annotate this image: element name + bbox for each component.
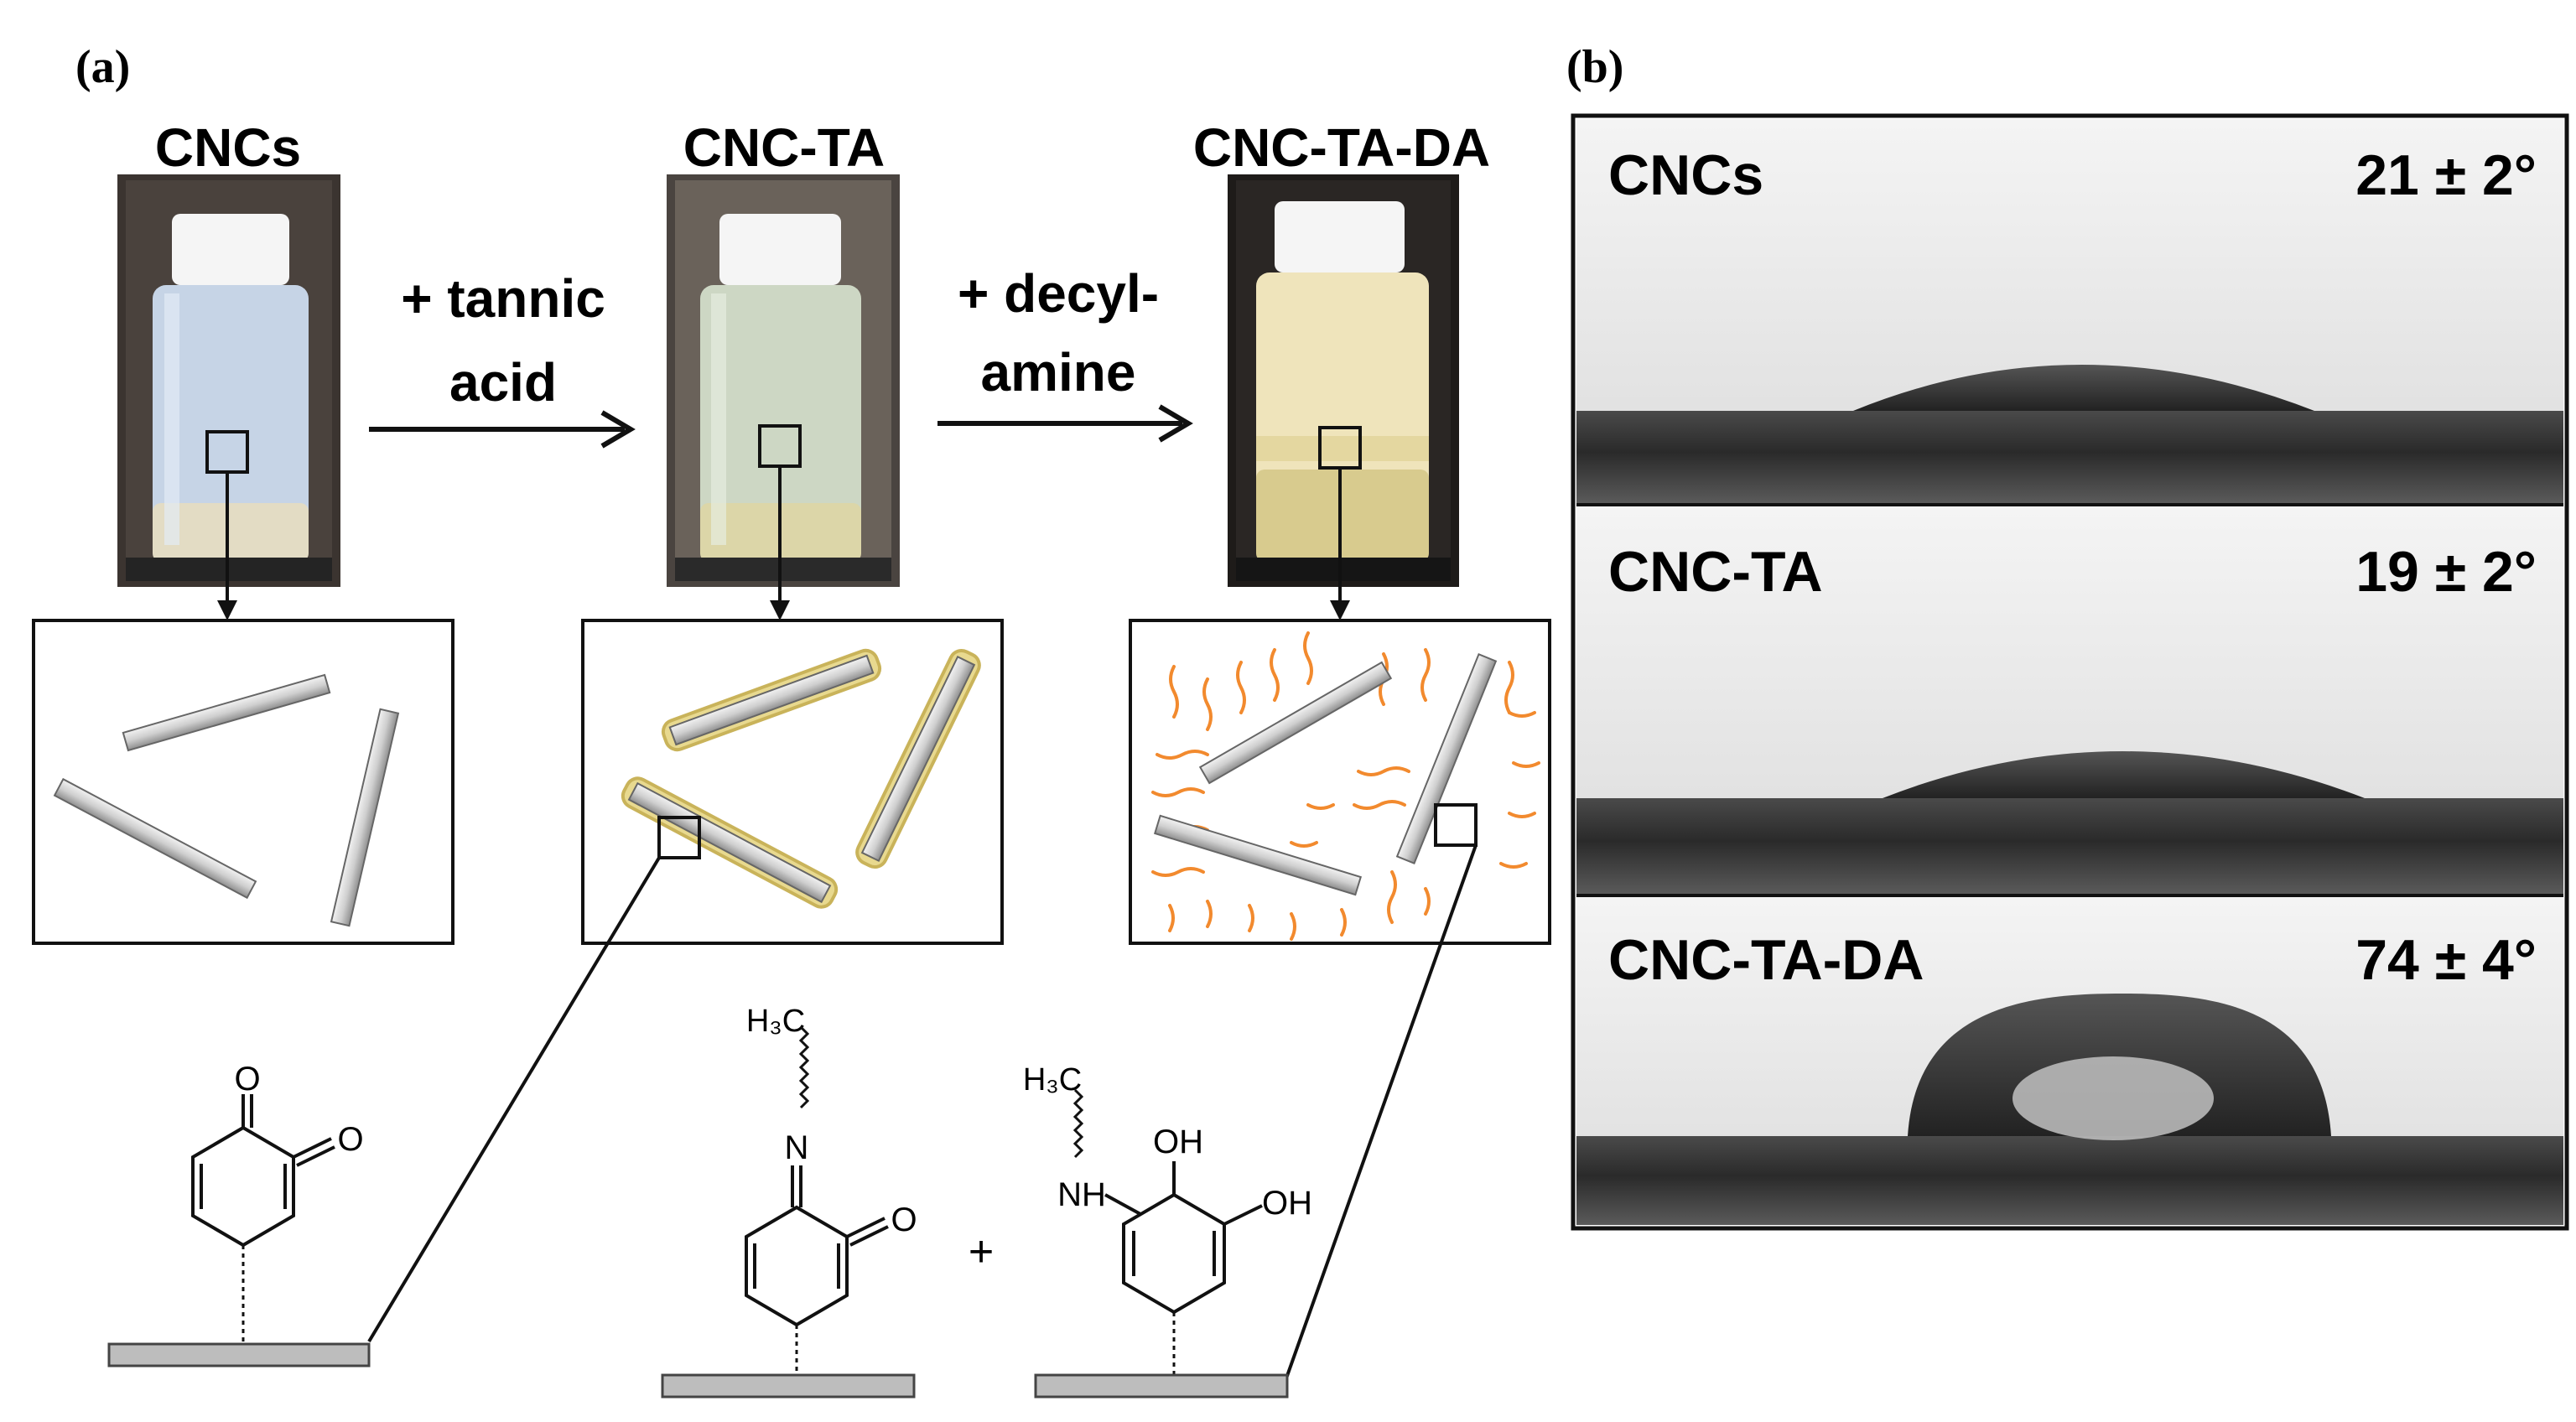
connector-line-ta <box>367 856 661 1343</box>
chem-structure-quinone: O O <box>107 1061 371 1368</box>
water-droplet <box>1883 751 2365 798</box>
substrate-bar <box>1034 1373 1289 1399</box>
zoom-box-schematic-da <box>1434 803 1478 847</box>
hydroxyl-label: OH <box>1153 1124 1203 1160</box>
coated-rod <box>855 648 981 869</box>
nanocrystal-rod <box>330 708 400 927</box>
step-2-line-1: + decyl- <box>958 263 1159 324</box>
nanocrystal-rod <box>122 673 331 752</box>
sample-title-cnc-ta: CNC-TA <box>683 117 886 178</box>
row-2-angle: 19 ± 2° <box>2355 540 2537 604</box>
substrate-bar <box>107 1342 371 1368</box>
step-2-line-2: amine <box>981 342 1136 402</box>
connector-line-da <box>1281 844 1478 1388</box>
nitrogen-label: N <box>785 1129 809 1166</box>
coated-rod <box>661 648 882 752</box>
zoom-box-schematic-ta <box>657 816 701 859</box>
panel-a-label: (a) <box>75 41 130 93</box>
methyl-label: H₃C <box>1023 1062 1082 1098</box>
substrate-bar <box>661 1373 916 1399</box>
nanocrystal-rod <box>1198 661 1393 785</box>
schematic-box-cnc-ta <box>581 619 1004 945</box>
schematic-box-cnc-ta-da <box>1129 619 1551 945</box>
nanocrystal-rod <box>53 777 257 900</box>
schematic-box-cnc <box>32 619 454 945</box>
step-tannic-acid: + tannic acid <box>369 268 636 449</box>
oxygen-label: O <box>337 1121 363 1158</box>
coated-rod <box>621 776 839 909</box>
chem-structure-imine: H₃C N O <box>661 1004 917 1399</box>
water-droplet <box>1853 365 2314 411</box>
row-2-sample: CNC-TA <box>1608 540 1823 604</box>
row-3-sample: CNC-TA-DA <box>1608 928 1924 992</box>
arrow-2-head <box>1158 404 1193 443</box>
vial-photo-cnc-ta-da <box>1228 174 1459 587</box>
sample-title-cnc: CNCs <box>155 117 301 178</box>
contact-angle-panel: CNCs 21 ± 2° CNC-TA 19 ± 2° CNC-TA-DA 74… <box>1571 113 2569 1231</box>
nanocrystal-rod <box>1153 814 1363 896</box>
pointer-arrows <box>217 466 1350 620</box>
oxygen-label: O <box>891 1201 917 1238</box>
hydroxyl-label: OH <box>1262 1185 1312 1222</box>
contact-angle-image-cnc-ta: CNC-TA 19 ± 2° <box>1576 506 2563 894</box>
alkyl-chains <box>1151 631 1540 941</box>
amine-label: NH <box>1057 1176 1106 1213</box>
row-3-angle: 74 ± 4° <box>2355 928 2537 992</box>
plus-sign: + <box>969 1227 994 1276</box>
contact-angle-image-cnc-ta-da: CNC-TA-DA 74 ± 4° <box>1576 897 2563 1225</box>
panel-b-label: (b) <box>1566 41 1623 93</box>
row-1-angle: 21 ± 2° <box>2355 143 2537 207</box>
step-1-line-2: acid <box>449 352 557 413</box>
contact-angle-image-cnc: CNCs 21 ± 2° <box>1576 119 2563 503</box>
sample-title-cnc-ta-da: CNC-TA-DA <box>1193 117 1490 178</box>
nanocrystal-rod <box>1395 653 1498 864</box>
step-1-line-1: + tannic <box>401 268 605 329</box>
vial-photo-cnc-ta <box>667 174 900 587</box>
vial-photo-cnc <box>117 174 340 587</box>
arrow-1-head <box>600 410 636 449</box>
chem-structure-amine-catechol: H₃C NH OH OH <box>1023 1062 1312 1399</box>
row-1-sample: CNCs <box>1608 143 1763 207</box>
oxygen-label: O <box>234 1061 260 1098</box>
methyl-label: H₃C <box>746 1004 805 1039</box>
step-decylamine: + decyl- amine <box>937 263 1193 443</box>
